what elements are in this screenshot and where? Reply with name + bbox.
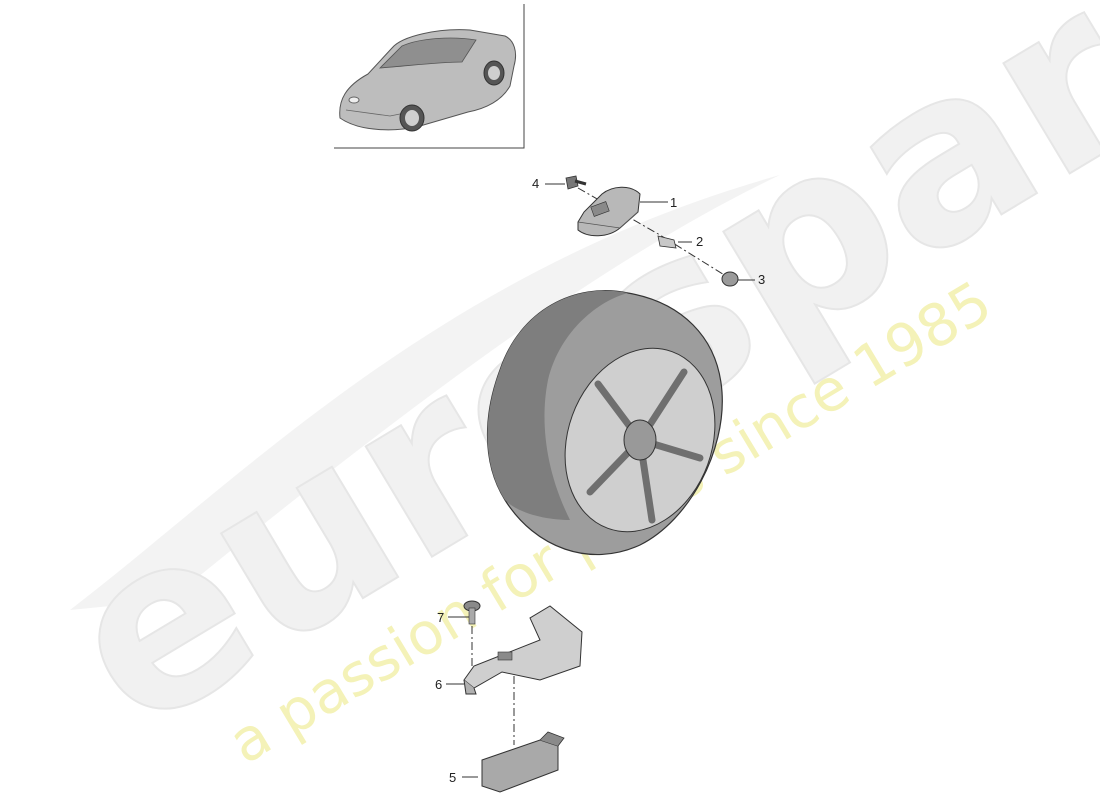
valve-cap-icon[interactable] [721, 271, 739, 287]
callout-3[interactable]: 3 [758, 272, 765, 287]
callout-5[interactable]: 5 [449, 770, 456, 785]
callout-2[interactable]: 2 [696, 234, 703, 249]
callout-6[interactable]: 6 [435, 677, 442, 692]
bracket-screw-icon[interactable] [463, 600, 481, 625]
car-thumbnail[interactable] [334, 4, 525, 149]
control-module-icon[interactable] [481, 731, 565, 793]
callout-7[interactable]: 7 [437, 610, 444, 625]
callout-4[interactable]: 4 [532, 176, 539, 191]
leader-lines [446, 183, 755, 778]
thumbnail-frame [334, 4, 525, 149]
valve-stem-icon[interactable] [657, 235, 677, 249]
bracket-icon[interactable] [463, 605, 583, 695]
hub [623, 419, 657, 461]
tire-pressure-sensor-icon[interactable] [577, 186, 641, 237]
callout-1[interactable]: 1 [670, 195, 677, 210]
screw-icon[interactable] [565, 175, 587, 190]
tire-shadow [487, 290, 628, 520]
wheel-icon[interactable] [486, 290, 740, 556]
callouts: 1 2 3 4 5 6 7 [435, 176, 765, 785]
watermark-swoosh [70, 175, 780, 610]
car-icon [339, 29, 517, 132]
